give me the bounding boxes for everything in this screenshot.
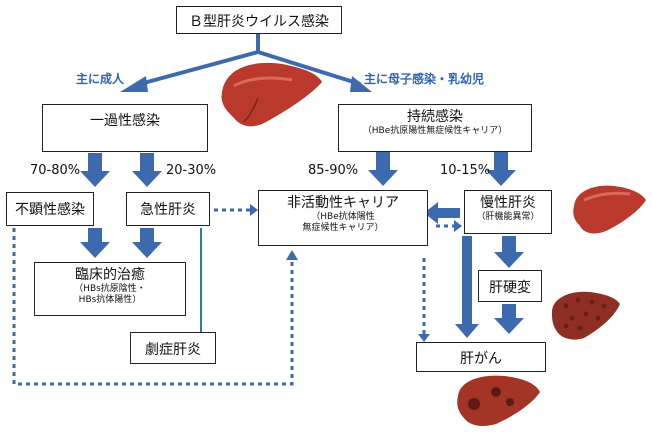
- fulminant-hepatitis-label: 劇症肝炎: [145, 342, 201, 358]
- percent-chronic: 10-15%: [440, 163, 491, 178]
- inapparent-infection-box: 不顕性感染: [6, 192, 94, 226]
- transient-infection-label: 一過性感染: [90, 113, 160, 129]
- transient-infection-box: 一過性感染: [42, 104, 208, 152]
- dotted-head-cancer: [418, 334, 430, 342]
- dotted-head-loop: [286, 250, 298, 260]
- fulminant-hepatitis-box: 劇症肝炎: [130, 332, 216, 364]
- dotted-head-acute-inactive: [250, 204, 258, 216]
- arrow-chronic-to-cancer: [455, 236, 479, 338]
- liver-cancer-box: 肝がん: [416, 342, 546, 372]
- liver-image-cancer: [457, 375, 540, 426]
- acute-hepatitis-box: 急性肝炎: [126, 192, 210, 226]
- liver-cancer-label: 肝がん: [460, 351, 502, 367]
- arrow-transient-to-acute: [132, 153, 162, 187]
- acute-hepatitis-label: 急性肝炎: [140, 202, 196, 218]
- persistent-infection-sub: （HBe抗原陽性無症候性キャリア）: [362, 126, 508, 136]
- inactive-carrier-sub2: 無症候性キャリア）: [302, 223, 384, 233]
- route-mother-child-label: 主に母子感染・乳幼児: [364, 72, 485, 86]
- title-fork: [139, 34, 361, 86]
- arrow-inapparent-to-cure: [80, 228, 110, 258]
- arrow-chronic-to-inactive: [424, 202, 460, 224]
- clinical-cure-sub2: HBs抗体陽性）: [78, 295, 142, 305]
- title-box: Ｂ型肝炎ウイルス感染: [176, 6, 342, 34]
- fork-left-arrowhead: [120, 76, 148, 92]
- inactive-carrier-label: 非活動性キャリア: [287, 195, 399, 211]
- arrow-persistent-to-inactive: [368, 152, 398, 186]
- dotted-head-chronic: [454, 220, 462, 232]
- liver-image-cirrhosis: [552, 291, 620, 340]
- arrow-cirrhosis-to-cancer: [494, 304, 524, 334]
- inapparent-infection-label: 不顕性感染: [15, 202, 85, 218]
- arrow-transient-to-inapparent: [80, 153, 110, 187]
- percent-acute: 20-30%: [166, 163, 217, 178]
- title-label: Ｂ型肝炎ウイルス感染: [189, 14, 329, 30]
- clinical-cure-label: 臨床的治癒: [75, 267, 145, 283]
- route-adult-label: 主に成人: [76, 72, 125, 86]
- inactive-carrier-box: 非活動性キャリア （HBe抗体陽性 無症候性キャリア）: [258, 190, 428, 246]
- cirrhosis-box: 肝硬変: [478, 270, 542, 302]
- liver-image-top: [221, 62, 322, 127]
- persistent-infection-label: 持続感染: [407, 109, 463, 125]
- arrow-chronic-to-cirrhosis: [494, 236, 524, 268]
- persistent-infection-box: 持続感染 （HBe抗原陽性無症候性キャリア）: [338, 104, 532, 152]
- cirrhosis-label: 肝硬変: [489, 280, 531, 296]
- clinical-cure-sub1: （HBs抗原陰性・: [74, 284, 146, 294]
- arrow-acute-to-cure: [132, 228, 162, 258]
- chronic-hepatitis-label: 慢性肝炎: [480, 195, 536, 211]
- chronic-hepatitis-box: 慢性肝炎 （肝機能異常）: [464, 190, 552, 234]
- inactive-carrier-sub1: （HBe抗体陽性: [311, 212, 375, 222]
- clinical-cure-box: 臨床的治癒 （HBs抗原陰性・ HBs抗体陽性）: [34, 262, 186, 316]
- liver-image-chronic: [573, 185, 646, 234]
- chronic-hepatitis-sub: （肝機能異常）: [476, 212, 540, 222]
- percent-inactive: 85-90%: [308, 163, 359, 178]
- fork-right-arrowhead: [350, 76, 372, 92]
- percent-inapparent: 70-80%: [30, 163, 81, 178]
- arrow-persistent-to-chronic: [486, 152, 516, 186]
- dotted-inapparent-loop: [12, 228, 294, 386]
